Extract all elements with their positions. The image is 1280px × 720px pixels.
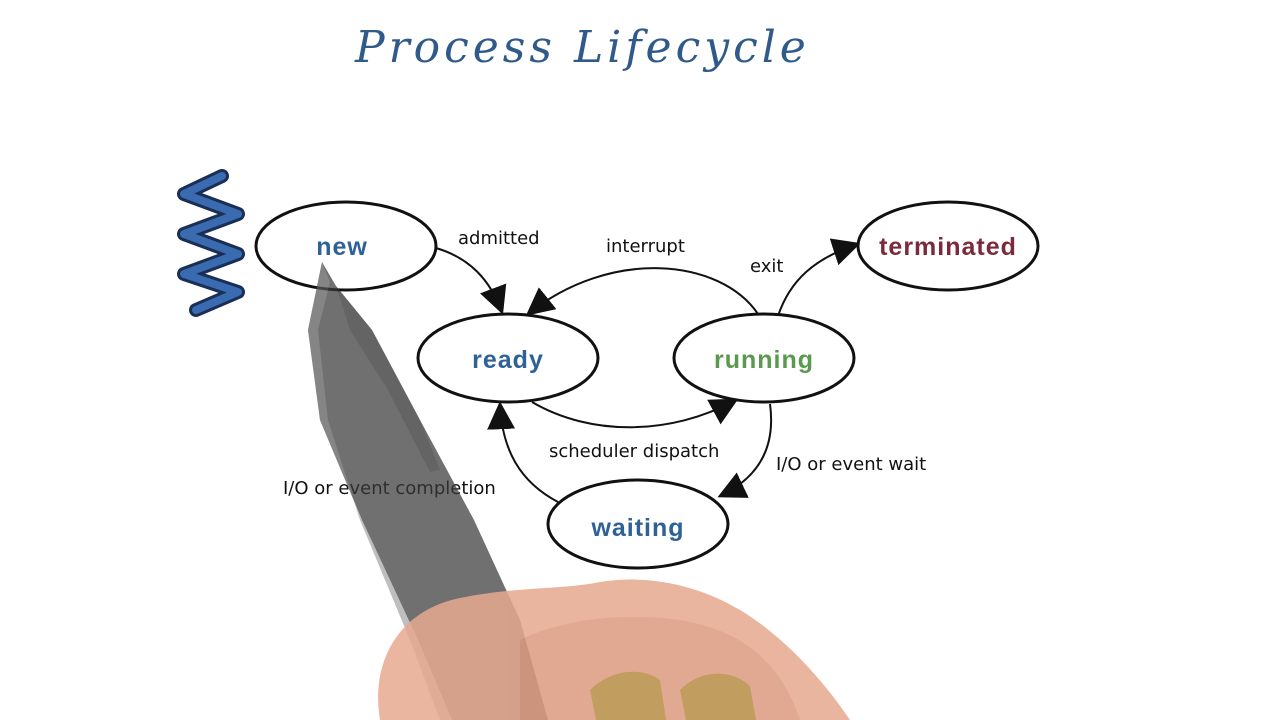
state-new: new [254,200,438,292]
state-ready: ready [416,312,600,404]
label-exit: exit [750,256,783,277]
state-waiting: waiting [546,478,730,570]
diagram-title: Process Lifecycle [354,22,810,73]
label-io-event-wait: I/O or event wait [776,454,926,475]
squiggle-thread-icon-fill [180,172,242,314]
state-new-label: new [316,233,368,261]
edge-io-event-wait [717,403,773,498]
label-scheduler-dispatch: scheduler dispatch [549,441,719,462]
edge-scheduler-dispatch [531,398,739,429]
state-waiting-label: waiting [590,514,684,542]
state-ready-label: ready [472,346,544,374]
state-running: running [672,312,856,404]
state-terminated-label: terminated [879,233,1017,261]
label-admitted: admitted [458,228,540,249]
label-interrupt: interrupt [606,236,685,257]
presenter-hand [378,579,850,720]
state-terminated: terminated [856,200,1040,292]
edge-io-event-completion [487,401,559,503]
edge-interrupt [525,267,759,316]
state-running-label: running [714,346,814,374]
edge-admitted [435,247,507,315]
edge-exit [777,238,861,317]
